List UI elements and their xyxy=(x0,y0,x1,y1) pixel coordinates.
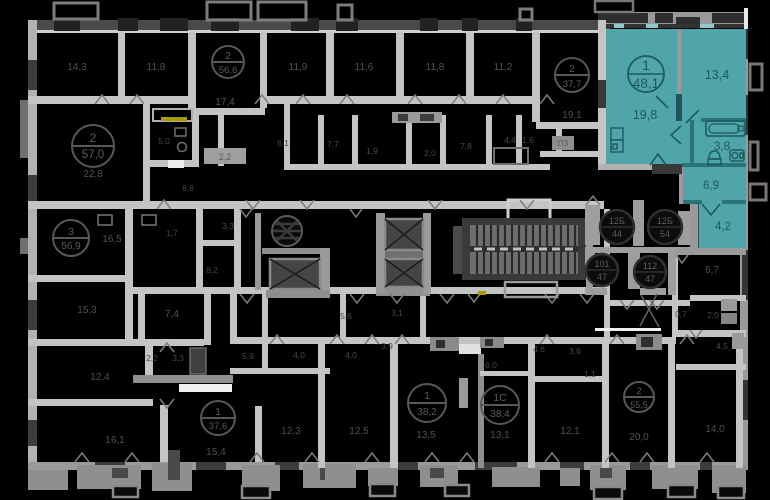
svg-text:112: 112 xyxy=(643,261,657,271)
svg-text:ПЗ: ПЗ xyxy=(558,139,569,148)
svg-text:12,1: 12,1 xyxy=(560,426,580,437)
svg-text:1,7: 1,7 xyxy=(166,228,178,238)
svg-text:3: 3 xyxy=(68,226,74,238)
svg-text:47: 47 xyxy=(597,272,607,282)
svg-text:11,9: 11,9 xyxy=(289,62,308,73)
svg-text:1: 1 xyxy=(642,57,650,73)
svg-text:47: 47 xyxy=(645,274,655,284)
svg-text:15,3: 15,3 xyxy=(77,305,97,316)
svg-text:1,6: 1,6 xyxy=(522,135,534,145)
svg-text:7,7: 7,7 xyxy=(327,139,339,149)
svg-text:7,8: 7,8 xyxy=(460,141,472,151)
svg-text:3,8: 3,8 xyxy=(714,141,730,153)
svg-text:13,4: 13,4 xyxy=(705,68,729,82)
svg-text:16,5: 16,5 xyxy=(102,234,122,245)
svg-text:11,8: 11,8 xyxy=(426,62,445,73)
svg-text:101: 101 xyxy=(594,259,609,269)
svg-text:14,0: 14,0 xyxy=(705,424,725,435)
svg-text:6,7: 6,7 xyxy=(705,265,719,276)
svg-text:2,2: 2,2 xyxy=(146,353,158,363)
svg-text:5,6: 5,6 xyxy=(340,311,352,321)
svg-text:56,6: 56,6 xyxy=(219,65,238,76)
svg-text:13,1: 13,1 xyxy=(490,430,510,441)
svg-text:55,5: 55,5 xyxy=(630,400,648,410)
svg-text:19,8: 19,8 xyxy=(633,108,657,122)
svg-text:2,0: 2,0 xyxy=(424,148,436,158)
svg-text:38,2: 38,2 xyxy=(417,407,437,418)
svg-text:57,0: 57,0 xyxy=(82,149,104,161)
svg-text:37,7: 37,7 xyxy=(563,79,582,90)
svg-text:4,0: 4,0 xyxy=(345,350,357,360)
svg-text:56,9: 56,9 xyxy=(61,241,81,252)
svg-text:4,6: 4,6 xyxy=(533,344,545,354)
svg-text:12,4: 12,4 xyxy=(90,372,110,383)
svg-text:48,1: 48,1 xyxy=(633,76,659,91)
svg-text:11,2: 11,2 xyxy=(494,62,513,73)
svg-text:1: 1 xyxy=(424,390,430,402)
svg-text:11,6: 11,6 xyxy=(355,62,374,73)
svg-text:4,4: 4,4 xyxy=(504,135,516,145)
svg-text:0,7: 0,7 xyxy=(675,309,687,319)
svg-text:1: 1 xyxy=(215,407,221,418)
svg-text:20,0: 20,0 xyxy=(629,432,649,443)
svg-text:8,2: 8,2 xyxy=(206,265,218,275)
svg-text:6,6: 6,6 xyxy=(182,183,194,193)
svg-text:7,4: 7,4 xyxy=(165,309,179,320)
svg-text:12Б: 12Б xyxy=(657,216,673,226)
svg-text:2: 2 xyxy=(569,64,575,75)
svg-text:1,1: 1,1 xyxy=(584,369,596,379)
svg-text:19,1: 19,1 xyxy=(562,110,582,121)
svg-text:22,8: 22,8 xyxy=(83,169,103,180)
svg-text:5,9: 5,9 xyxy=(242,351,254,361)
svg-text:2: 2 xyxy=(90,131,97,145)
svg-text:4,5: 4,5 xyxy=(716,341,728,351)
svg-text:3,9: 3,9 xyxy=(381,341,393,351)
svg-text:12Б: 12Б xyxy=(609,216,625,226)
svg-text:2: 2 xyxy=(636,386,641,397)
svg-text:2,0: 2,0 xyxy=(707,310,719,320)
svg-text:3,6: 3,6 xyxy=(569,346,581,356)
svg-text:2: 2 xyxy=(225,51,231,62)
svg-text:12,5: 12,5 xyxy=(349,426,369,437)
svg-text:6,0: 6,0 xyxy=(485,360,497,370)
svg-text:4,0: 4,0 xyxy=(293,350,305,360)
svg-text:3,1: 3,1 xyxy=(391,308,403,318)
svg-text:37,6: 37,6 xyxy=(209,421,228,432)
svg-text:44: 44 xyxy=(612,229,622,239)
svg-text:1,9: 1,9 xyxy=(366,146,378,156)
svg-text:14,3: 14,3 xyxy=(67,62,87,73)
svg-text:13,5: 13,5 xyxy=(416,430,436,441)
svg-text:12,3: 12,3 xyxy=(281,426,301,437)
svg-text:17,4: 17,4 xyxy=(215,97,235,108)
svg-text:11,8: 11,8 xyxy=(147,62,166,73)
svg-text:15,4: 15,4 xyxy=(206,447,226,458)
svg-text:5,0: 5,0 xyxy=(158,136,170,146)
svg-text:1С: 1С xyxy=(493,392,507,404)
svg-text:3,3: 3,3 xyxy=(172,353,184,363)
svg-text:6,1: 6,1 xyxy=(277,138,289,148)
svg-text:4,2: 4,2 xyxy=(715,221,731,233)
svg-text:54: 54 xyxy=(660,229,670,239)
svg-text:38,4: 38,4 xyxy=(490,409,510,420)
svg-text:16,1: 16,1 xyxy=(105,435,125,446)
svg-text:6,9: 6,9 xyxy=(703,180,719,192)
svg-text:3,3: 3,3 xyxy=(222,221,234,231)
svg-text:2,2: 2,2 xyxy=(219,152,232,162)
